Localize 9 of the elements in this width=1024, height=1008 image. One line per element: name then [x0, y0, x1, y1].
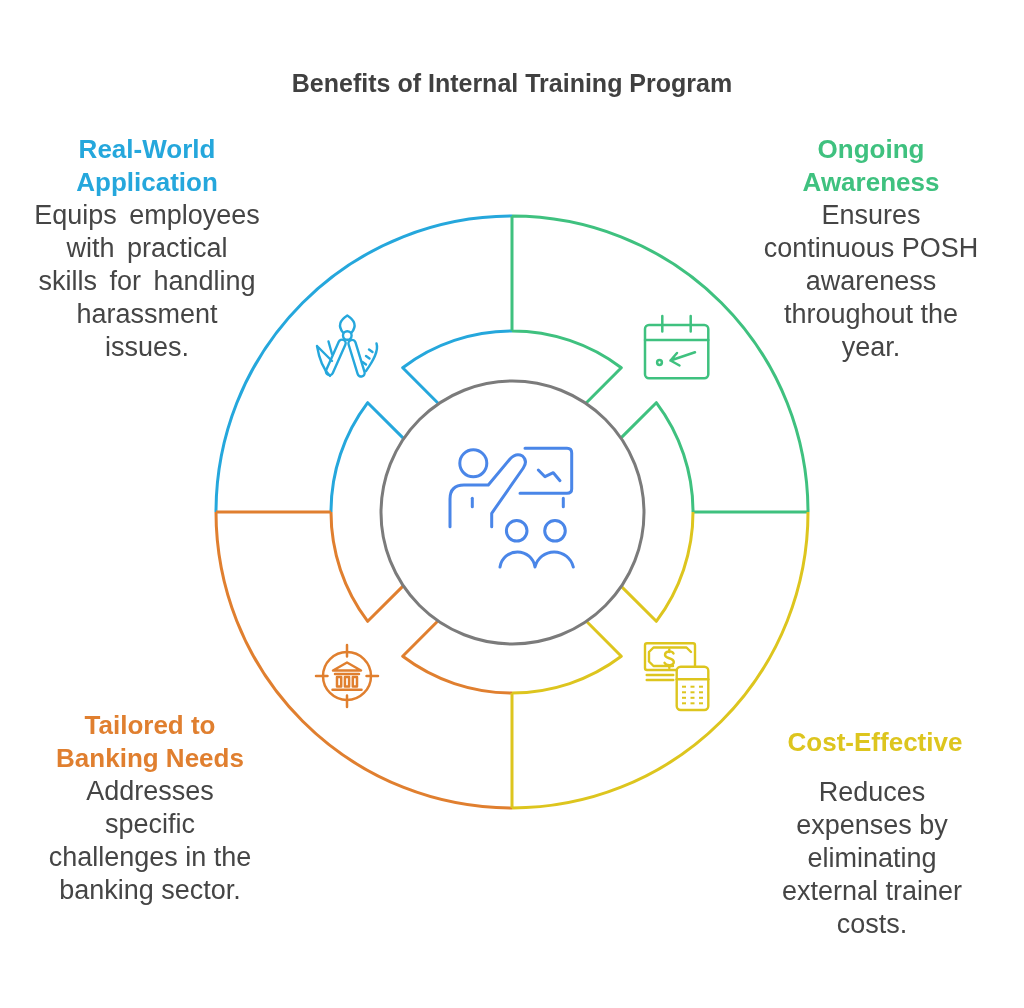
- diagram-title: Benefits of Internal Training Program: [291, 68, 733, 98]
- benefit-title: Ongoing Awareness: [801, 132, 941, 199]
- benefit-description: Reduces expenses by eliminating external trainer costs.: [780, 775, 964, 941]
- benefit-title: Real-World Application: [75, 132, 219, 199]
- benefit-title: Tailored to Banking Needs: [55, 708, 245, 775]
- benefit-description: Ensures continuous POSH awareness throughout the year.: [762, 198, 980, 364]
- benefit-title: Cost-Effective: [786, 725, 964, 759]
- benefit-description: Equips employees with practical skills for handling harassment issues.: [33, 198, 261, 364]
- benefit-description: Addresses specific challenges in the banking sector.: [47, 774, 253, 907]
